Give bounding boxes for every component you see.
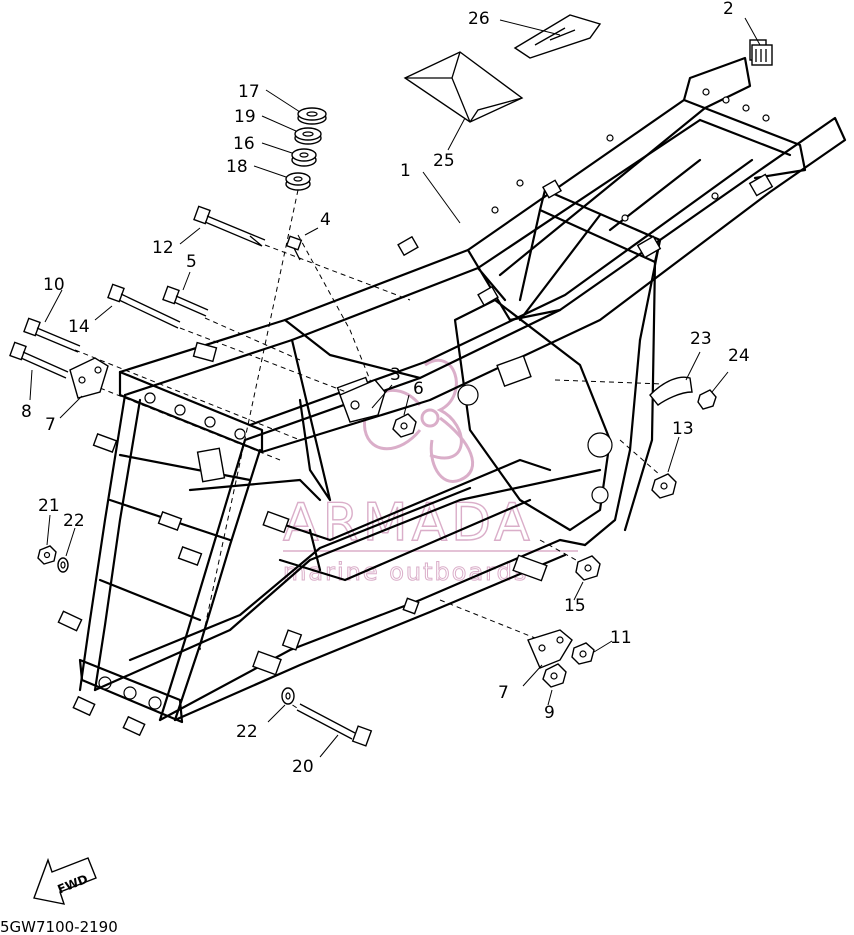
- callout-15: 15: [564, 596, 586, 616]
- front-crossbar-lower: [78, 658, 184, 724]
- callout-26: 26: [468, 9, 490, 29]
- bolt-14: [107, 283, 181, 329]
- washer-22-front: [57, 557, 69, 573]
- callout-19: 19: [234, 107, 256, 127]
- callout-12: 12: [152, 238, 174, 258]
- callout-7-rear: 7: [498, 683, 509, 703]
- callout-24: 24: [728, 346, 750, 366]
- callout-18: 18: [226, 157, 248, 177]
- bushing-19: [294, 127, 322, 145]
- collar-16: [291, 148, 317, 167]
- front-down-tube-right: [158, 438, 262, 722]
- callout-4: 4: [320, 210, 331, 230]
- callout-6: 6: [413, 379, 424, 399]
- tool-bracket-26: [513, 14, 602, 59]
- bushing-18: [285, 172, 311, 191]
- callout-25: 25: [433, 151, 455, 171]
- watermark-brand: ARMADA: [283, 493, 534, 553]
- callout-7-front: 7: [45, 415, 56, 435]
- rear-crossmember-lower: [698, 118, 792, 157]
- nut-13: [651, 473, 677, 499]
- lower-rail-left-inner: [173, 553, 567, 722]
- lower-rail-left: [158, 538, 587, 722]
- lower-rail-right-inner: [128, 486, 472, 662]
- callout-21: 21: [38, 496, 60, 516]
- nut-21: [37, 545, 57, 565]
- plate-7-front: [69, 357, 109, 399]
- bolt-10: [23, 317, 81, 353]
- callout-9: 9: [544, 703, 555, 723]
- frame-top-rail-left: [118, 56, 752, 374]
- watermark-logo: [363, 358, 474, 483]
- callout-10: 10: [43, 275, 65, 295]
- front-crossbar-upper: [118, 370, 264, 454]
- watermark: ARMADA marine outboards: [282, 358, 578, 587]
- center-support: [466, 248, 562, 322]
- diagonal-brace: [283, 318, 422, 502]
- diagram-part-code: 5GW7100-2190: [0, 918, 118, 935]
- callout-20: 20: [292, 757, 314, 777]
- bolt-24: [697, 389, 717, 410]
- callout-5: 5: [186, 252, 197, 272]
- callout-3: 3: [390, 365, 401, 385]
- fwd-arrow-icon: [33, 857, 97, 905]
- frame-holes: [491, 88, 770, 222]
- callout-13: 13: [672, 419, 694, 439]
- nut-15: [575, 555, 601, 581]
- callout-23: 23: [690, 329, 712, 349]
- collar-17: [297, 107, 327, 125]
- main-frame: [57, 39, 847, 737]
- callout-16: 16: [233, 134, 255, 154]
- nut-6: [392, 413, 417, 438]
- frame-top-rail-right: [243, 116, 847, 454]
- fwd-arrow: FWD: [33, 857, 97, 905]
- lower-rail-right: [93, 468, 602, 692]
- callout-numbers: 26 2 1 25 17 19 16 18 4 12 5 10 14 8 7 3…: [21, 0, 750, 777]
- guard-23: [649, 376, 693, 406]
- bolt-8: [9, 341, 69, 379]
- frame-top-rail-left-inner: [123, 118, 702, 397]
- callout-11: 11: [610, 628, 632, 648]
- callout-22-front: 22: [63, 511, 85, 531]
- nut-11: [571, 642, 595, 665]
- callout-1: 1: [400, 161, 411, 181]
- assembly-lines: [74, 189, 691, 711]
- front-down-tube-left: [78, 393, 142, 692]
- seat-rail-diag: [518, 158, 702, 342]
- rear-down-tube: [583, 260, 657, 547]
- callout-17: 17: [238, 82, 260, 102]
- washer-22-lower: [281, 687, 295, 705]
- callout-14: 14: [68, 317, 90, 337]
- pouch-25: [403, 51, 524, 123]
- rear-mount-plate: [453, 298, 612, 532]
- rear-crossmember: [682, 98, 807, 180]
- leader-lines: [29, 17, 761, 758]
- bracket-3: [339, 379, 386, 423]
- engine-cradle: [268, 458, 552, 582]
- bolt-20: [296, 703, 373, 747]
- nut-9: [542, 663, 567, 688]
- bolt-12: [193, 205, 266, 247]
- bolt-5: [162, 285, 209, 317]
- frame-top-rail-right-inner: [248, 158, 754, 427]
- callout-8: 8: [21, 402, 32, 422]
- callout-22-lower: 22: [236, 722, 258, 742]
- callout-2: 2: [723, 0, 734, 19]
- plate-7-rear: [527, 629, 573, 669]
- cap-2: [751, 44, 773, 66]
- bolt-4: [285, 235, 303, 261]
